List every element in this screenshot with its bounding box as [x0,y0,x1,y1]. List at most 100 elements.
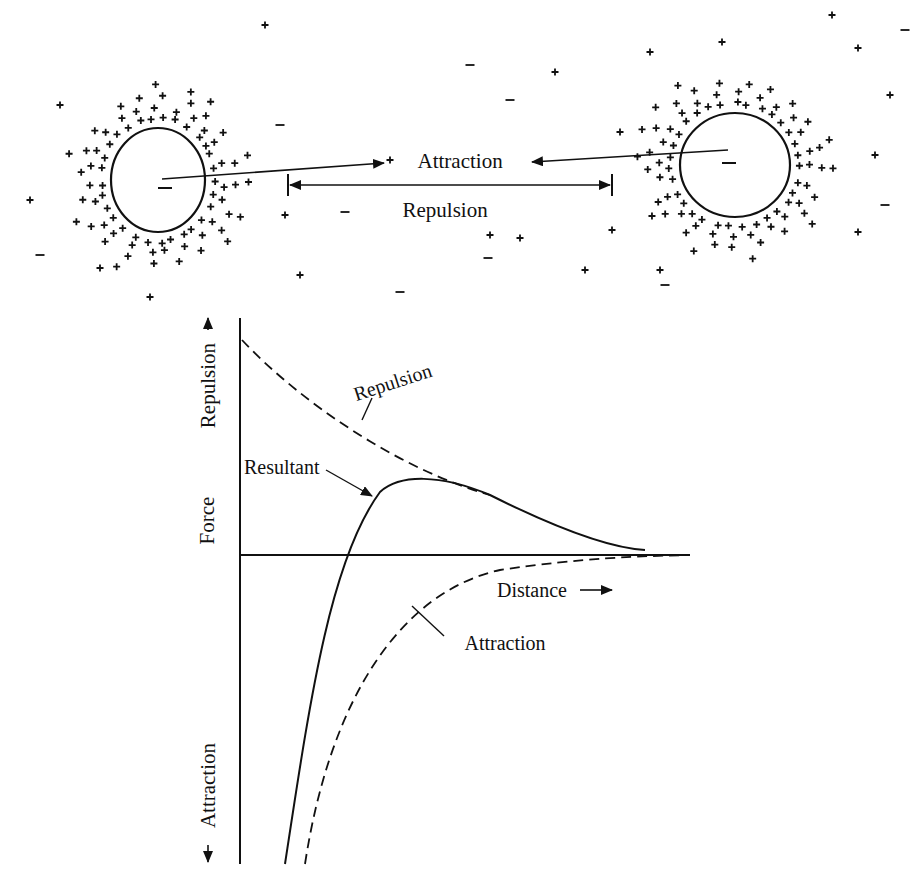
x-axis [240,554,690,556]
positive-ion [767,86,774,93]
positive-ion [224,238,231,245]
positive-ion [147,294,154,301]
positive-ion [282,212,289,219]
positive-ion [673,100,680,107]
repulsion-tick [287,174,289,196]
positive-ion [818,164,825,171]
attraction-curve [305,555,690,864]
positive-ion [667,126,674,133]
positive-ion [220,129,227,136]
positive-ion [86,182,93,189]
positive-ion [517,235,524,242]
positive-ion [79,196,86,203]
positive-ion [655,199,662,206]
positive-ion [791,140,798,147]
positive-ion [73,218,80,225]
positive-ion [797,129,804,136]
y-axis [239,318,241,864]
positive-ion [150,260,157,267]
positive-ion [801,210,808,217]
positive-ion [664,193,671,200]
positive-ion [773,104,780,111]
positive-ion [674,191,681,198]
positive-ion [118,115,125,122]
positive-ion [125,124,132,131]
positive-ion [160,114,167,121]
positive-ion [789,100,796,107]
positive-ion [730,233,737,240]
positive-ion [644,166,651,173]
positive-ion [136,95,143,102]
positive-ion [145,239,152,246]
positive-ion [717,102,724,109]
positive-ion [711,241,718,248]
positive-ion [690,248,697,255]
positive-ion [149,249,156,256]
positive-ion [747,231,754,238]
positive-ion [88,223,95,230]
positive-ion [206,150,213,157]
positive-ion [117,103,124,110]
positive-ion [582,267,589,274]
label: Repulsion [403,199,488,222]
negative-ion [506,99,515,101]
positive-ion [694,110,701,117]
positive-ion [829,165,836,172]
positive-ion [110,230,117,237]
positive-ion [92,198,99,205]
positive-ion [133,108,140,115]
positive-ion [245,179,252,186]
positive-ion [218,227,225,234]
positive-ion [789,189,796,196]
positive-ion [652,104,659,111]
positive-ion [728,244,735,251]
positive-ion [98,164,105,171]
positive-ion [119,225,126,232]
positive-ion [796,162,803,169]
positive-ion [181,231,188,238]
attraction-arrow [162,163,384,179]
positive-ion [656,174,663,181]
positive-ion [188,226,195,233]
positive-ion [57,102,64,109]
positive-ion [66,150,73,157]
positive-ion [816,144,823,151]
positive-ion [237,213,244,220]
negative-ion [881,204,890,206]
positive-ion [207,203,214,210]
positive-ion [232,181,239,188]
positive-ion [679,110,686,117]
positive-ion [101,222,108,229]
positive-ion [172,116,179,123]
negative-ion [396,291,405,293]
positive-ion [768,111,775,118]
positive-ion [653,125,660,132]
positive-ion [173,109,180,116]
positive-ion [662,210,669,217]
positive-ion [102,238,109,245]
positive-ion [187,88,194,95]
positive-ion [152,81,159,88]
positive-ion [639,126,646,133]
label: Repulsion [350,359,434,405]
positive-ion [99,192,106,199]
positive-ion [78,169,85,176]
positive-ion [683,229,690,236]
positive-ion [159,240,166,247]
label: Attraction [197,742,220,827]
positive-ion [749,255,756,262]
positive-ion [734,99,741,106]
positive-ion [91,127,98,134]
positive-ion [190,115,197,122]
positive-ion [826,136,833,143]
label: Force [196,496,219,544]
positive-ion [198,217,205,224]
positive-ion [678,210,685,217]
positive-ion [796,200,803,207]
positive-ion [151,105,158,112]
positive-ion [777,119,784,126]
positive-ion [129,242,136,249]
negative-ion [466,64,475,66]
positive-ion [97,265,104,272]
